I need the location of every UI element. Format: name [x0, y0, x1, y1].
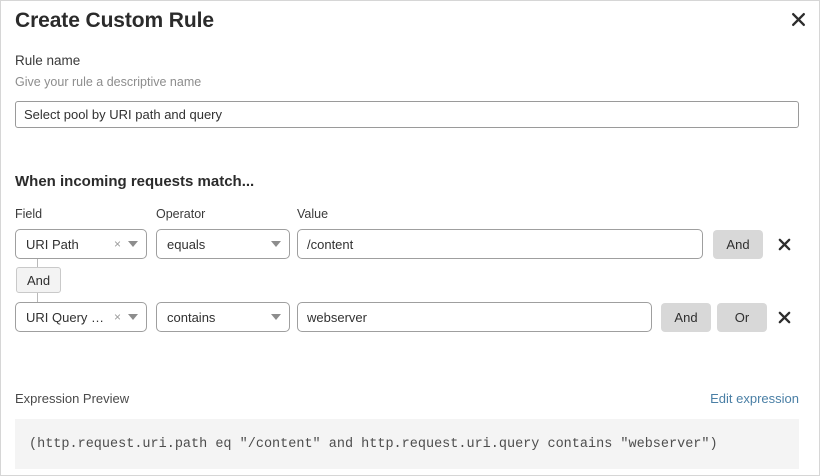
chevron-down-icon	[271, 314, 281, 320]
clear-icon[interactable]: ×	[113, 310, 121, 324]
value-input-1[interactable]	[297, 229, 703, 259]
field-select-1-value: URI Path	[26, 236, 79, 252]
chevron-down-icon	[128, 241, 138, 247]
rule-name-label: Rule name	[15, 53, 81, 68]
expression-preview-label: Expression Preview	[15, 391, 130, 406]
column-header-value: Value	[297, 207, 329, 221]
value-input-2[interactable]	[297, 302, 652, 332]
match-section-title: When incoming requests match...	[15, 173, 255, 190]
chevron-down-icon	[128, 314, 138, 320]
condition-row: URI Path × equals And	[1, 229, 819, 259]
rule-name-input[interactable]	[15, 101, 799, 128]
or-button-2[interactable]: Or	[717, 303, 767, 332]
clear-icon[interactable]: ×	[113, 237, 121, 251]
expression-preview-box: (http.request.uri.path eq "/content" and…	[15, 419, 799, 469]
and-button-2[interactable]: And	[661, 303, 711, 332]
chevron-down-icon	[271, 241, 281, 247]
page-title: Create Custom Rule	[15, 9, 214, 32]
operator-select-1[interactable]: equals	[156, 229, 290, 259]
condition-row: URI Query St... × contains And Or	[1, 302, 819, 332]
field-select-2-value: URI Query St...	[26, 309, 110, 325]
expression-preview-text: (http.request.uri.path eq "/content" and…	[29, 436, 718, 452]
operator-select-1-value: equals	[167, 236, 206, 252]
operator-select-2[interactable]: contains	[156, 302, 290, 332]
column-header-field: Field	[15, 207, 43, 221]
edit-expression-link[interactable]: Edit expression	[710, 391, 799, 406]
field-select-2[interactable]: URI Query St... ×	[15, 302, 147, 332]
column-header-operator: Operator	[156, 207, 206, 221]
delete-condition-button-1[interactable]	[773, 233, 795, 255]
and-connector-chip[interactable]: And	[16, 267, 62, 293]
and-button-1[interactable]: And	[713, 230, 763, 259]
close-icon[interactable]	[785, 6, 811, 32]
field-select-1[interactable]: URI Path ×	[15, 229, 147, 259]
delete-condition-button-2[interactable]	[773, 306, 795, 328]
rule-name-help-text: Give your rule a descriptive name	[15, 75, 202, 89]
operator-select-2-value: contains	[167, 309, 216, 325]
